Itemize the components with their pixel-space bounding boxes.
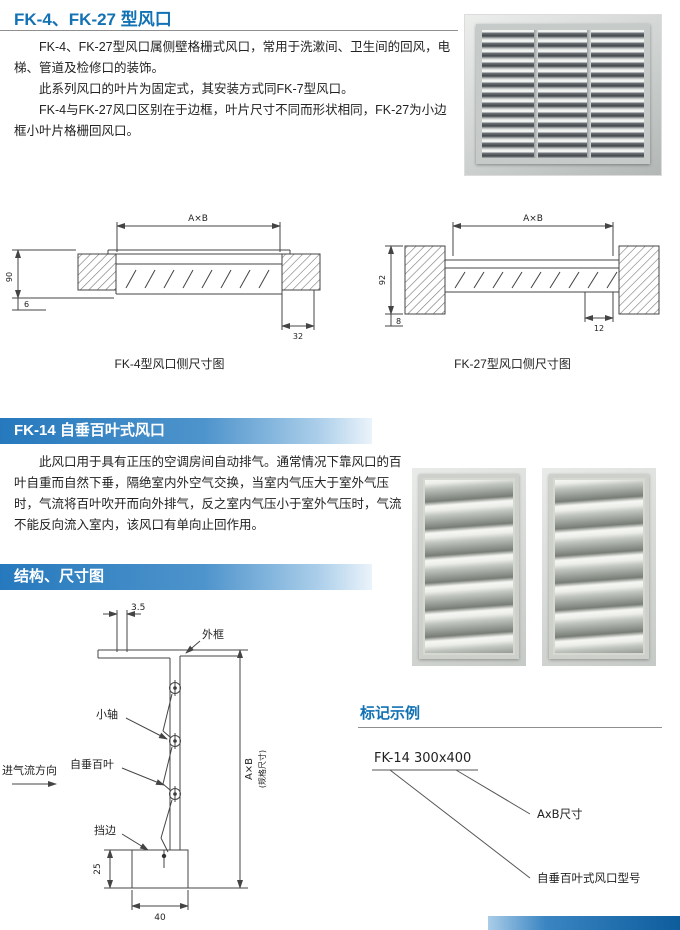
louver-frame: [549, 474, 649, 659]
fk4-side-drawing: A×B 90 6 32: [5, 214, 321, 341]
footer-bar: [488, 916, 680, 930]
paragraph: FK-4与FK-27风口区别在于边框，叶片尺寸不同而形状相同，FK-27为小边框…: [14, 103, 447, 138]
fk4-linework: [12, 222, 321, 330]
fk27-dim-ab: A×B: [523, 214, 543, 224]
fk4-dim-depth: 32: [293, 332, 303, 341]
structure-label-airflow: 进气流方向: [2, 763, 57, 777]
paragraph: 此风口用于具有正压的空调房间自动排气。通常情况下靠风口的百叶自重而自然下垂，隔绝…: [14, 455, 402, 532]
structure-drawing: 3.5 外框 小轴 自垂百叶 进气流方向 挡边 25 40 A×B (规格尺寸): [2, 603, 267, 923]
louver-photo-right: [542, 468, 656, 666]
marking-leaders: [372, 769, 531, 879]
structure-dim-bottom-width: 40: [154, 913, 166, 923]
marking-rule: [358, 727, 662, 728]
marking-title: 标记示例: [360, 705, 421, 722]
section3-banner: 结构、尺寸图: [0, 564, 372, 590]
marking-figure: FK-14 300x400 AxB尺寸 自垂百叶式风口型号: [360, 736, 662, 908]
structure-label-edge: 挡边: [94, 823, 116, 837]
fk4-figure: A×B 90 6 32 FK-4型风口侧尺寸图: [2, 198, 337, 372]
structure-dim-ab-note: (规格尺寸): [257, 750, 267, 788]
paragraph: 此系列风口的叶片为固定式，其安装方式同FK-7型风口。: [39, 82, 354, 96]
fk4-caption: FK-4型风口侧尺寸图: [114, 357, 225, 371]
structure-label-axis: 小轴: [96, 707, 118, 721]
structure-figure: 3.5 外框 小轴 自垂百叶 进气流方向 挡边 25 40 A×B (规格尺寸): [0, 598, 350, 928]
louver-frame: [419, 474, 519, 659]
marking-label-ab: AxB尺寸: [537, 807, 583, 821]
fk4-dim-small: 6: [24, 300, 29, 309]
fk27-dim-height: 92: [378, 275, 387, 285]
fk27-linework: [385, 222, 660, 327]
marking-label-model: 自垂百叶式风口型号: [537, 871, 641, 885]
fk27-side-drawing: A×B 92 8 12: [378, 214, 660, 333]
fk27-dim-depth: 12: [594, 324, 604, 333]
structure-dim-top: 3.5: [131, 603, 145, 613]
section1-title: FK-4、FK-27 型风口: [14, 10, 172, 29]
structure-dim-ab: A×B: [244, 758, 255, 780]
marking-code: FK-14 300x400: [374, 751, 471, 766]
fk27-caption: FK-27型风口侧尺寸图: [454, 357, 571, 371]
fk27-dim-small: 8: [396, 317, 401, 326]
grille-product-photo: [464, 14, 662, 176]
section2-paragraph: 此风口用于具有正压的空调房间自动排气。通常情况下靠风口的百叶自重而自然下垂，隔绝…: [14, 452, 408, 536]
louver-blades: [555, 480, 643, 653]
section2-banner: FK-14 自垂百叶式风口: [0, 418, 372, 444]
section1-paragraphs: FK-4、FK-27型风口属侧壁格栅式风口，常用于洗漱间、卫生间的回风，电梯、管…: [14, 37, 457, 142]
structure-label-frame: 外框: [202, 628, 224, 641]
structure-label-louver: 自垂百叶: [70, 758, 114, 771]
grille-mullion: [587, 30, 592, 158]
louver-photo-left: [412, 468, 526, 666]
title-rule: [0, 30, 458, 31]
paragraph: FK-4、FK-27型风口属侧壁格栅式风口，常用于洗漱间、卫生间的回风，电梯、管…: [14, 40, 451, 75]
grille-mullion: [533, 30, 538, 158]
grille-slats: [476, 24, 650, 164]
louver-blades: [425, 480, 513, 653]
marking-diagram: FK-14 300x400 AxB尺寸 自垂百叶式风口型号: [372, 751, 641, 885]
structure-dim-bottom-height: 25: [93, 863, 103, 874]
fk4-dim-height: 90: [5, 272, 14, 282]
fk4-dim-ab: A×B: [188, 214, 208, 224]
structure-linework: [12, 610, 248, 910]
fk27-figure: A×B 92 8 12 FK-27型风口侧尺寸图: [345, 198, 680, 372]
